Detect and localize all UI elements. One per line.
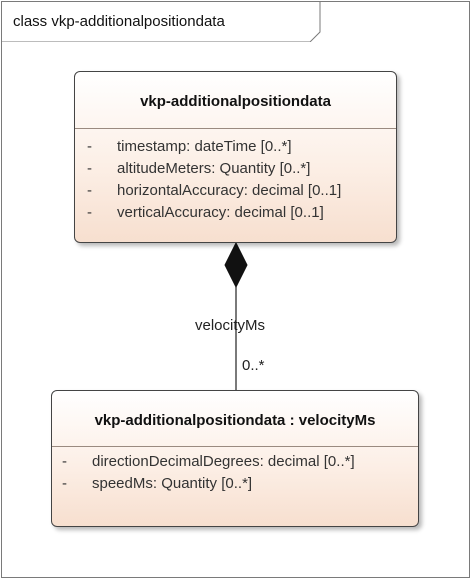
attribute-text: speedMs: Quantity [0..*]	[92, 475, 253, 492]
attribute-directiondecimaldegrees[interactable]: - directionDecimalDegrees: decimal [0..*…	[52, 451, 418, 473]
visibility-marker: -	[87, 138, 92, 155]
class-name: vkp-additionalpositiondata : velocityMs	[52, 391, 418, 447]
attribute-text: timestamp: dateTime [0..*]	[117, 138, 292, 155]
attribute-text: altitudeMeters: Quantity [0..*]	[117, 160, 311, 177]
attribute-horizontalaccuracy[interactable]: - horizontalAccuracy: decimal [0..1]	[75, 180, 396, 202]
association-role-label[interactable]: velocityMs	[195, 317, 266, 334]
visibility-marker: -	[62, 453, 67, 470]
attribute-timestamp[interactable]: - timestamp: dateTime [0..*]	[75, 136, 396, 158]
class-velocityms[interactable]: vkp-additionalpositiondata : velocityMs …	[51, 390, 419, 527]
class-name: vkp-additionalpositiondata	[75, 72, 396, 129]
class-vkp-additionalpositiondata[interactable]: vkp-additionalpositiondata - timestamp: …	[74, 71, 397, 243]
visibility-marker: -	[87, 204, 92, 221]
association-multiplicity[interactable]: 0..*	[242, 357, 265, 374]
attribute-speedms[interactable]: - speedMs: Quantity [0..*]	[52, 473, 418, 495]
frame-tab	[2, 2, 321, 42]
frame-label: class vkp-additionalpositiondata	[13, 13, 225, 30]
attribute-list: - timestamp: dateTime [0..*] - altitudeM…	[75, 129, 396, 224]
visibility-marker: -	[87, 160, 92, 177]
visibility-marker: -	[62, 475, 67, 492]
attribute-list: - directionDecimalDegrees: decimal [0..*…	[52, 447, 418, 495]
attribute-verticalaccuracy[interactable]: - verticalAccuracy: decimal [0..1]	[75, 202, 396, 224]
visibility-marker: -	[87, 182, 92, 199]
attribute-text: verticalAccuracy: decimal [0..1]	[117, 204, 324, 221]
attribute-text: horizontalAccuracy: decimal [0..1]	[117, 182, 342, 199]
attribute-text: directionDecimalDegrees: decimal [0..*]	[92, 453, 355, 470]
attribute-altitudemeters[interactable]: - altitudeMeters: Quantity [0..*]	[75, 158, 396, 180]
